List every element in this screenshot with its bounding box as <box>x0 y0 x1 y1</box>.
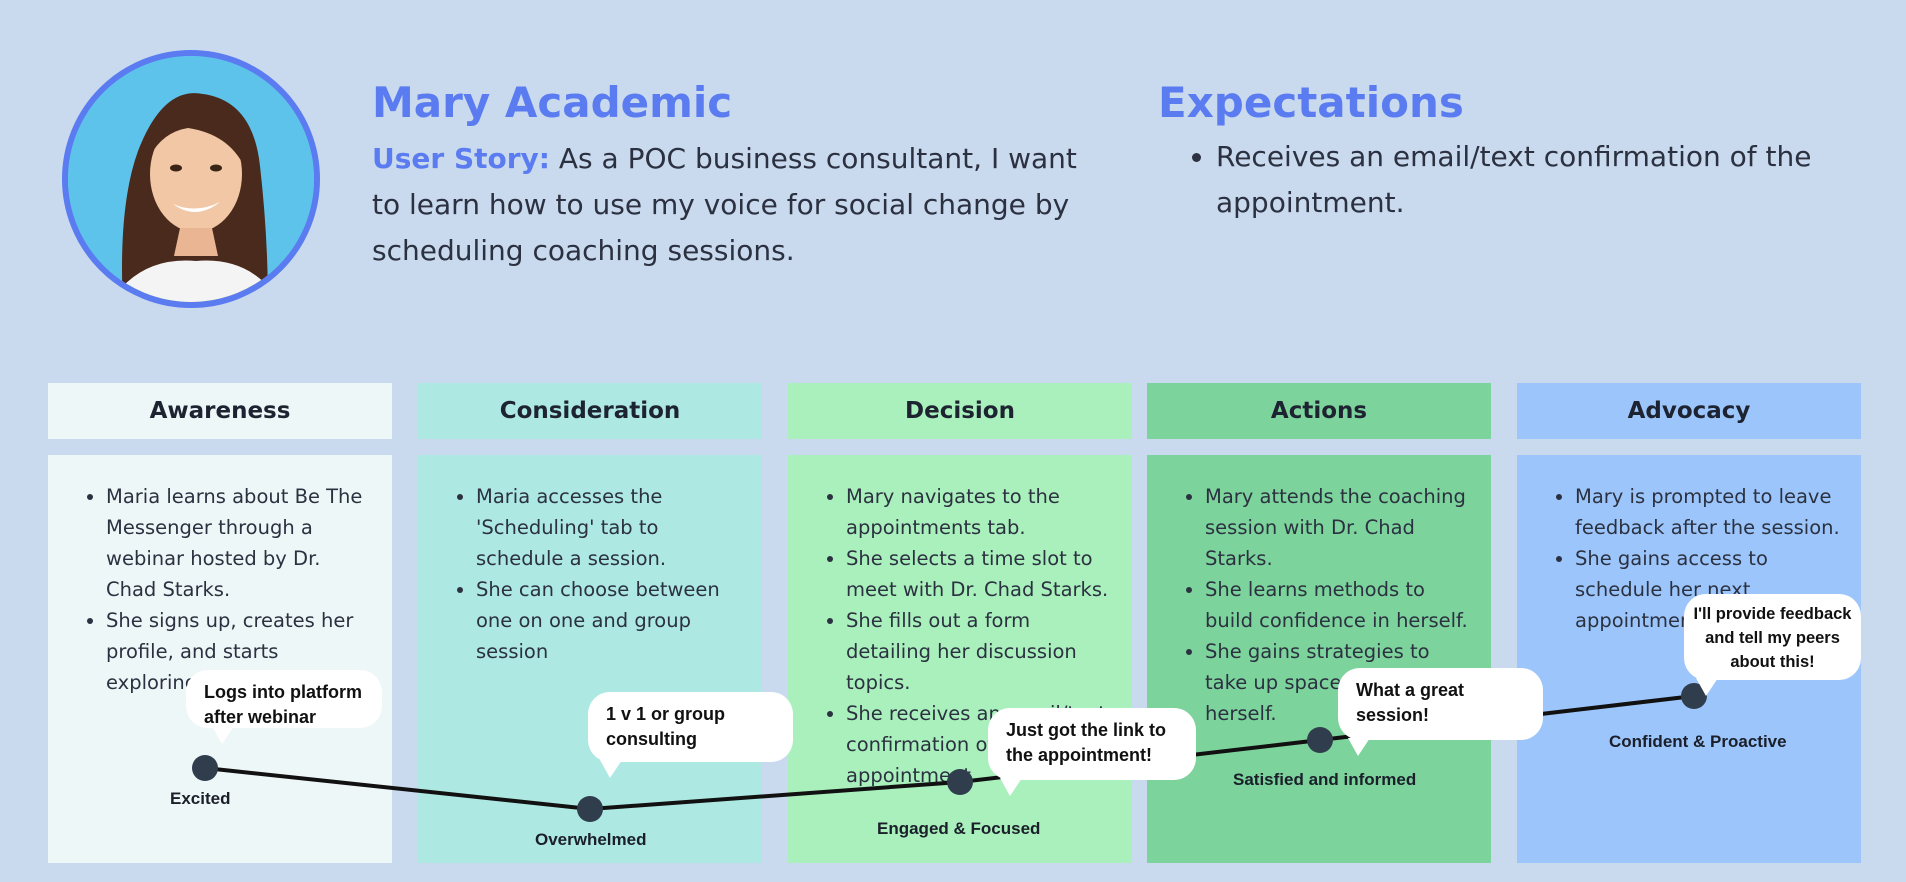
stage-bullet: Maria learns about Be The Messenger thro… <box>106 481 374 605</box>
quote-bubble-advocacy: I'll provide feedback and tell my peers … <box>1684 594 1861 680</box>
quote-text: 1 v 1 or group consulting <box>606 704 726 749</box>
quote-bubble-actions: What a great session! <box>1338 668 1543 740</box>
stage-panel-actions: Mary attends the coaching session with D… <box>1147 455 1491 863</box>
emotion-label-decision: Engaged & Focused <box>877 819 1041 838</box>
stage-bullets: Maria accesses the 'Scheduling' tab to s… <box>454 481 744 667</box>
quote-bubble-consideration: 1 v 1 or group consulting <box>588 692 793 762</box>
user-story-text: As a POC business consultant, I want to … <box>372 142 1077 267</box>
bubble-tail <box>212 726 234 744</box>
user-story-label: User Story: <box>372 142 550 175</box>
stage-bullet: She signs up, creates her profile, and s… <box>106 605 374 698</box>
bubble-tail <box>1348 738 1370 756</box>
stage-header-advocacy: Advocacy <box>1517 383 1861 439</box>
expectations-list: Receives an email/text confirmation of t… <box>1188 134 1816 226</box>
quote-text: Logs into platform after webinar <box>204 682 362 727</box>
quote-text: What a great session! <box>1356 680 1465 725</box>
bubble-tail <box>600 760 622 778</box>
stage-panel-consideration: Maria accesses the 'Scheduling' tab to s… <box>418 455 762 863</box>
stage-bullet: She can choose between one on one and gr… <box>476 574 744 667</box>
quote-text: Just got the link to the appointment! <box>1006 720 1166 765</box>
stage-header-awareness: Awareness <box>48 383 392 439</box>
emotion-label-actions: Satisfied and informed <box>1233 770 1417 789</box>
stage-bullets: Mary attends the coaching session with D… <box>1183 481 1473 729</box>
stage-bullet: She selects a time slot to meet with Dr.… <box>846 543 1114 605</box>
stage-bullet: Mary attends the coaching session with D… <box>1205 481 1473 574</box>
quote-bubble-decision: Just got the link to the appointment! <box>988 708 1196 780</box>
stage-panel-decision: Mary navigates to the appointments tab. … <box>788 455 1132 863</box>
bubble-tail <box>1696 678 1718 696</box>
expectations-title: Expectations <box>1158 78 1464 127</box>
user-story: User Story: As a POC business consultant… <box>372 136 1092 274</box>
stage-header-decision: Decision <box>788 383 1132 439</box>
stage-bullet: Mary is prompted to leave feedback after… <box>1575 481 1843 543</box>
stage-bullet: She learns methods to build confidence i… <box>1205 574 1473 636</box>
stage-bullet: She fills out a form detailing her discu… <box>846 605 1114 698</box>
persona-avatar <box>62 50 320 308</box>
quote-bubble-awareness: Logs into platform after webinar <box>186 670 382 728</box>
expectation-item: Receives an email/text confirmation of t… <box>1216 134 1816 226</box>
stage-bullets: Maria learns about Be The Messenger thro… <box>84 481 374 698</box>
emotion-label-awareness: Excited <box>170 789 231 808</box>
persona-photo <box>68 56 314 302</box>
stage-header-actions: Actions <box>1147 383 1491 439</box>
stage-bullet: She gains access to schedule her next ap… <box>1575 543 1843 636</box>
bubble-tail <box>1000 778 1022 796</box>
stage-bullets: Mary is prompted to leave feedback after… <box>1553 481 1843 636</box>
stage-bullet: Maria accesses the 'Scheduling' tab to s… <box>476 481 744 574</box>
emotion-label-advocacy: Confident & Proactive <box>1609 732 1787 751</box>
emotion-label-consideration: Overwhelmed <box>535 830 647 849</box>
stage-header-consideration: Consideration <box>418 383 762 439</box>
persona-name: Mary Academic <box>372 78 733 127</box>
quote-text: I'll provide feedback and tell my peers … <box>1693 605 1852 671</box>
stage-bullet: Mary navigates to the appointments tab. <box>846 481 1114 543</box>
